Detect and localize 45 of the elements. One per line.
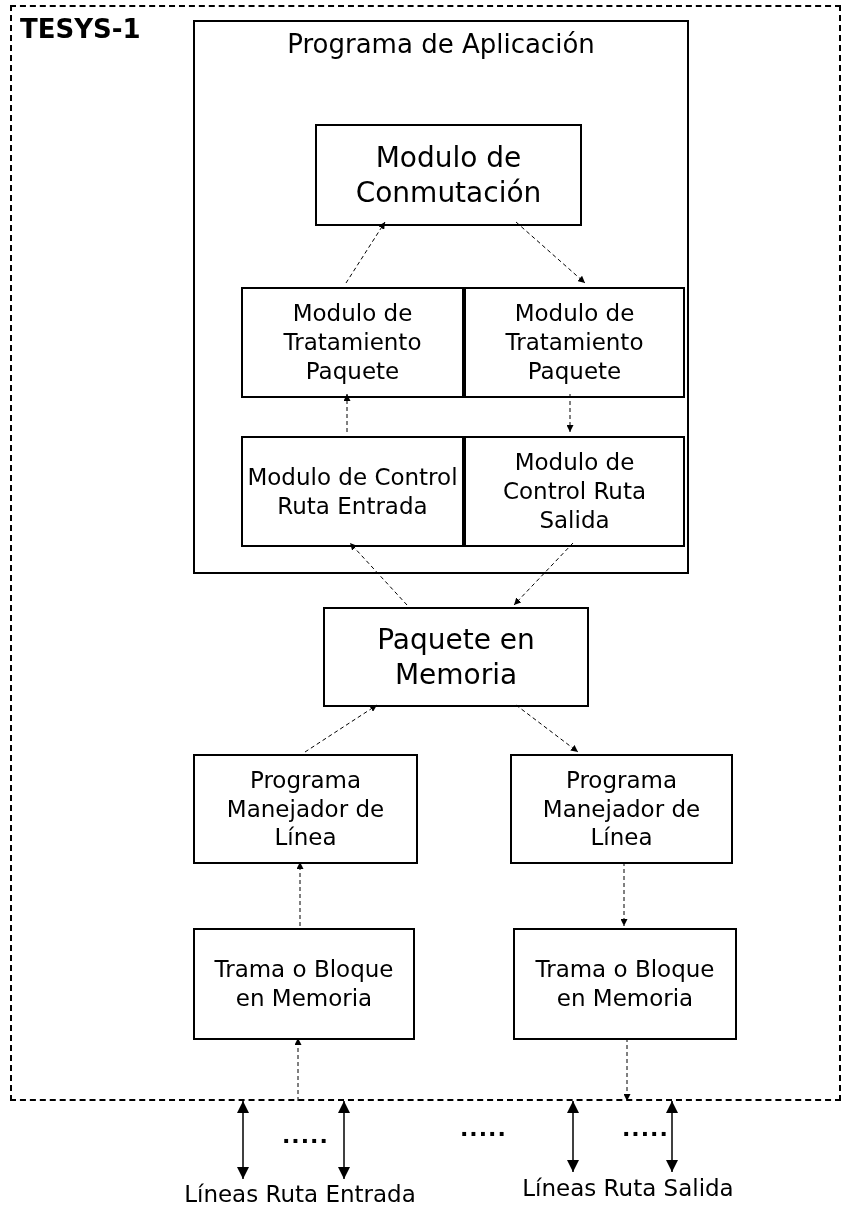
process-box [513, 928, 737, 1040]
arrow [338, 1100, 350, 1180]
arrow [566, 393, 574, 433]
box-text: Programa Manejador de Línea [541, 765, 702, 853]
arrow [349, 542, 408, 606]
process-box [241, 436, 464, 547]
box-text: Paquete en Memoria [376, 622, 536, 692]
system-boundary [10, 5, 841, 1101]
ellipsis-text: ..... [460, 1116, 507, 1141]
arrow [294, 1037, 302, 1102]
process-box [315, 124, 582, 226]
process-box [193, 754, 418, 864]
box-text: Modulo de Conmutación [354, 140, 543, 210]
arrow [237, 1100, 249, 1180]
box-text: Modulo de Control Ruta Entrada [246, 462, 459, 521]
arrow [343, 393, 351, 433]
box-text: Modulo de Tratamiento Paquete [282, 299, 423, 386]
box-text: Líneas Ruta Entrada [184, 1179, 416, 1209]
box-text: Modulo de Control Ruta Salida [501, 448, 648, 535]
box-text: Líneas Ruta Salida [522, 1173, 734, 1203]
arrow [345, 221, 386, 284]
arrow [513, 542, 574, 606]
box-text: Trama o Bloque en Memoria [534, 955, 716, 1013]
panel-title: Programa de Aplicación [287, 28, 595, 61]
arrow [666, 1100, 678, 1173]
process-box [464, 287, 685, 398]
arrow [515, 704, 579, 753]
ellipsis-text: ..... [622, 1116, 669, 1141]
system-title: TESYS-1 [20, 13, 141, 46]
process-box [510, 754, 733, 864]
application-panel [193, 20, 689, 574]
arrow [296, 861, 304, 927]
arrow [515, 221, 586, 284]
process-box [323, 607, 589, 707]
arrow [623, 1037, 631, 1102]
process-box [241, 287, 464, 398]
process-box [193, 928, 415, 1040]
ellipsis-text: ..... [282, 1123, 329, 1148]
box-text: Trama o Bloque en Memoria [213, 955, 395, 1013]
arrow [304, 704, 378, 753]
arrow [620, 861, 628, 927]
arrow [567, 1100, 579, 1173]
box-text: Modulo de Tratamiento Paquete [504, 299, 645, 386]
box-text: Programa Manejador de Línea [225, 765, 386, 853]
process-box [464, 436, 685, 547]
